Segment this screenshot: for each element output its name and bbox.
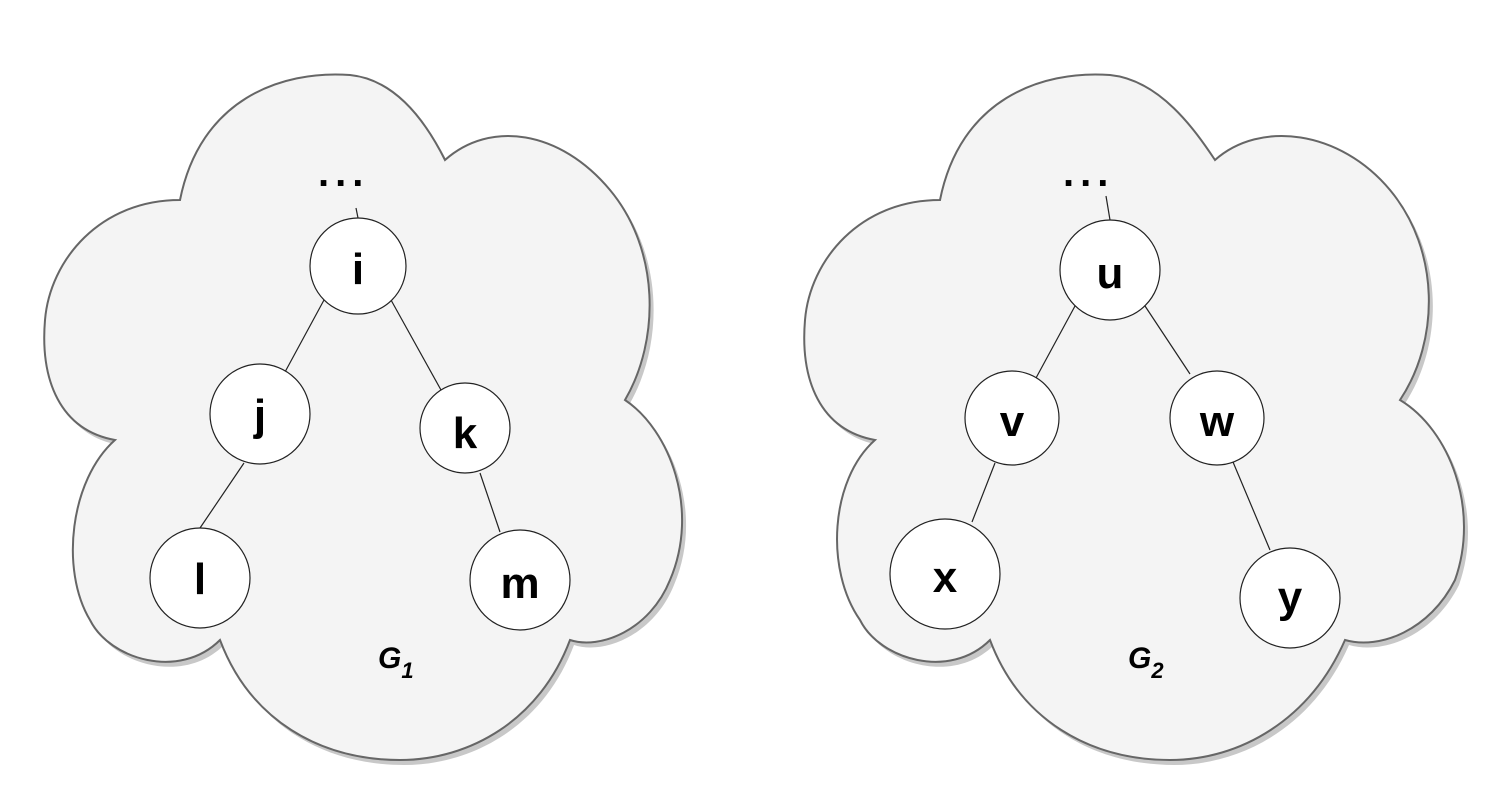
ellipsis-g2: ... xyxy=(1063,151,1114,195)
edge-j-l xyxy=(199,462,245,529)
node-x: x xyxy=(889,518,1001,630)
ellipsis-g1: ... xyxy=(318,151,369,195)
graph-label-g2: G2 xyxy=(1128,642,1164,683)
node-i: i xyxy=(309,217,407,315)
node-k: k xyxy=(419,382,511,474)
edge-u-v xyxy=(1035,305,1076,379)
node-label: m xyxy=(500,559,539,608)
graph-label-g1: G1 xyxy=(378,642,414,683)
node-m: m xyxy=(469,529,571,631)
node-label: i xyxy=(352,245,364,294)
node-label: y xyxy=(1278,573,1303,622)
edge-u-w xyxy=(1144,305,1191,375)
node-label: v xyxy=(1000,397,1025,446)
node-j: j xyxy=(209,363,311,465)
edge-v-x xyxy=(971,462,996,523)
edge-ellipsis-i xyxy=(355,207,359,219)
graph-g1: ... i j k l m G1 xyxy=(43,73,687,766)
node-label: u xyxy=(1097,249,1124,298)
node-label: j xyxy=(253,391,266,440)
node-w: w xyxy=(1169,370,1265,466)
node-y: y xyxy=(1239,547,1341,649)
node-label: x xyxy=(933,553,958,602)
node-label: l xyxy=(194,555,206,604)
node-label: w xyxy=(1199,397,1235,446)
edge-w-y xyxy=(1232,461,1271,551)
node-l: l xyxy=(149,527,251,629)
edge-k-m xyxy=(479,472,501,533)
edge-ellipsis-u xyxy=(1105,195,1111,221)
graph-g2: ... u v w x y G2 xyxy=(803,73,1468,766)
node-v: v xyxy=(964,370,1060,466)
node-label: k xyxy=(453,409,478,458)
edge-i-j xyxy=(284,299,325,373)
node-u: u xyxy=(1059,219,1161,321)
edge-i-k xyxy=(390,299,442,391)
